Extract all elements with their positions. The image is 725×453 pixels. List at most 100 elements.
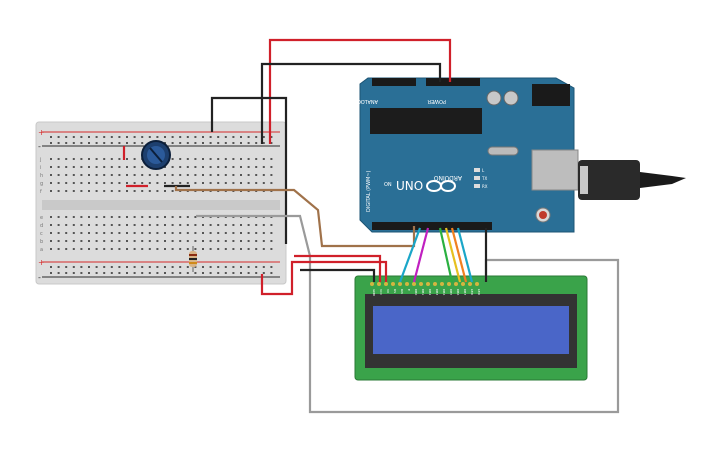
hole: [179, 216, 182, 218]
hole: [224, 174, 227, 176]
hole: [240, 272, 242, 274]
lcd-pin: [398, 282, 402, 286]
hole: [186, 272, 189, 274]
hole: [65, 224, 68, 226]
hole: [103, 166, 106, 168]
hole: [247, 174, 250, 176]
hole: [148, 174, 151, 176]
hole: [224, 136, 227, 138]
hole: [126, 174, 128, 176]
hole: [224, 248, 227, 250]
hole: [240, 240, 242, 242]
hole: [50, 166, 52, 168]
row-letter: c: [40, 231, 43, 237]
hole: [224, 224, 227, 226]
hole: [95, 240, 98, 242]
hole: [224, 232, 227, 234]
lcd-pin-label: V0: [386, 289, 390, 293]
hole: [262, 232, 265, 234]
lcd-pin: [419, 282, 423, 286]
power-jack: [532, 84, 570, 106]
hole: [141, 266, 144, 268]
hole: [262, 240, 265, 242]
hole: [270, 240, 273, 242]
hole: [270, 136, 273, 138]
hole: [148, 266, 151, 268]
hole: [209, 266, 212, 268]
hole: [224, 142, 227, 144]
hole: [80, 182, 83, 184]
hole: [179, 158, 182, 160]
hole: [262, 142, 265, 144]
hole: [88, 232, 90, 234]
hole: [148, 224, 151, 226]
hole: [209, 136, 212, 138]
hole: [247, 158, 250, 160]
hole: [156, 224, 159, 226]
hole: [179, 224, 182, 226]
hole: [171, 272, 174, 274]
hole: [95, 266, 98, 268]
hole: [65, 142, 68, 144]
hole: [72, 182, 75, 184]
hole: [57, 272, 60, 274]
hole: [186, 248, 189, 250]
lcd-pin-label: DB4: [442, 289, 446, 295]
hole: [103, 272, 106, 274]
analog-header: [372, 78, 416, 86]
hole: [209, 248, 212, 250]
hole: [133, 216, 136, 218]
hole: [110, 216, 113, 218]
hole: [72, 240, 75, 242]
hole: [255, 272, 258, 274]
hole: [217, 272, 220, 274]
hole: [209, 224, 212, 226]
hole: [80, 174, 83, 176]
digital-header: [372, 222, 492, 230]
hole: [262, 136, 265, 138]
hole: [95, 182, 98, 184]
hole: [217, 166, 220, 168]
digital-label: DIGITAL (PWM~): [366, 170, 372, 212]
hole: [141, 224, 144, 226]
lcd-pin: [384, 282, 388, 286]
hole: [164, 190, 166, 192]
hole: [103, 224, 106, 226]
hole: [72, 248, 75, 250]
hole: [186, 166, 189, 168]
hole: [224, 272, 227, 274]
hole: [72, 174, 75, 176]
hole: [148, 190, 151, 192]
lcd-pin: [405, 282, 409, 286]
hole: [50, 142, 52, 144]
hole: [133, 182, 136, 184]
hole: [57, 224, 60, 226]
lcd-pin: [391, 282, 395, 286]
hole: [186, 182, 189, 184]
hole: [270, 142, 273, 144]
breadboard-holes: [50, 136, 273, 274]
hole: [88, 224, 90, 226]
hole: [72, 272, 75, 274]
led-icon: [474, 184, 480, 188]
hole: [262, 182, 265, 184]
hole: [126, 232, 128, 234]
hole: [72, 266, 75, 268]
hole: [156, 272, 159, 274]
power-label: POWER: [427, 98, 446, 104]
yellow-wire: [444, 227, 462, 283]
hole: [133, 232, 136, 234]
hole: [171, 166, 174, 168]
hole: [65, 190, 68, 192]
red-wire: [294, 254, 382, 282]
hole: [164, 266, 166, 268]
wires: [122, 38, 620, 414]
hole: [156, 240, 159, 242]
hole: [95, 136, 98, 138]
cyan-wire: [398, 227, 422, 283]
row-letter: g: [40, 181, 43, 187]
hole: [141, 190, 144, 192]
lcd-pin: [426, 282, 430, 286]
hole: [133, 190, 136, 192]
hole: [164, 174, 166, 176]
